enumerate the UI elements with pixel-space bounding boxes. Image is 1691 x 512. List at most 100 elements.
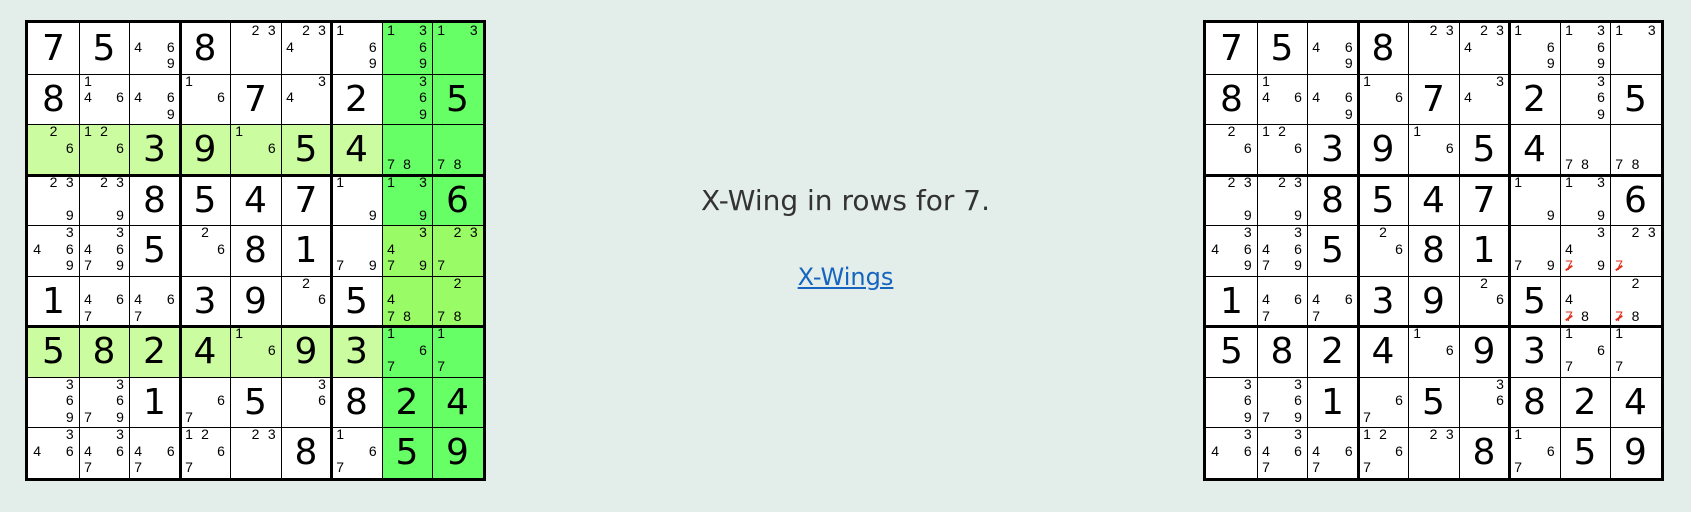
cell-r6c5[interactable]: 9: [1408, 276, 1459, 326]
cell-r5c3[interactable]: 5: [1307, 225, 1358, 276]
cell-r6c1[interactable]: 1: [1206, 276, 1257, 326]
cell-r8c8[interactable]: 2: [1560, 377, 1610, 427]
cell-r8c9[interactable]: 4: [1610, 377, 1661, 427]
cell-r6c1[interactable]: 1: [28, 276, 79, 326]
cell-r2c5[interactable]: 7: [1408, 74, 1459, 124]
cell-r6c4[interactable]: 3: [180, 276, 230, 326]
cell-r9c8[interactable]: 5: [382, 427, 432, 478]
cell-r2c9[interactable]: 5: [432, 74, 483, 124]
cell-r3c3[interactable]: 3: [129, 124, 180, 175]
cell-r3c4[interactable]: 9: [1358, 124, 1408, 175]
cell-r4c6[interactable]: 7: [1459, 175, 1509, 225]
cell-r7c2[interactable]: 8: [79, 326, 129, 377]
cell-r1c4[interactable]: 8: [1358, 23, 1408, 74]
cell-r6c4[interactable]: 3: [1358, 276, 1408, 326]
cell-r1c2[interactable]: 5: [1257, 23, 1307, 74]
cell-r8c5[interactable]: 5: [230, 377, 281, 427]
cell-r7c4[interactable]: 4: [180, 326, 230, 377]
cell-r5c6[interactable]: 1: [281, 225, 331, 276]
cell-r3c6[interactable]: 5: [1459, 124, 1509, 175]
cell-r4c4[interactable]: 5: [180, 175, 230, 225]
cell-r2c9[interactable]: 5: [1610, 74, 1661, 124]
cell-r9c9[interactable]: 9: [1610, 427, 1661, 478]
cell-r4c5[interactable]: 4: [230, 175, 281, 225]
cell-r1c2[interactable]: 5: [79, 23, 129, 74]
cell-r7c4[interactable]: 4: [1358, 326, 1408, 377]
cell-r7c6[interactable]: 9: [281, 326, 331, 377]
cell-r9c6[interactable]: 8: [281, 427, 331, 478]
cell-r2c7[interactable]: 2: [331, 74, 382, 124]
cell-r4c5[interactable]: 4: [1408, 175, 1459, 225]
cell-r6c7[interactable]: 5: [1509, 276, 1560, 326]
cell-r4c9[interactable]: 6: [432, 175, 483, 225]
cell-r8c9[interactable]: 4: [432, 377, 483, 427]
cell-r3c4[interactable]: 9: [180, 124, 230, 175]
cell-r6c7[interactable]: 5: [331, 276, 382, 326]
cell-r8c7[interactable]: 8: [1509, 377, 1560, 427]
cell-r7c6[interactable]: 9: [1459, 326, 1509, 377]
cell-r9c8[interactable]: 5: [1560, 427, 1610, 478]
cell-r9c6[interactable]: 8: [1459, 427, 1509, 478]
cell-r3c3[interactable]: 3: [1307, 124, 1358, 175]
cell-r7c7[interactable]: 3: [331, 326, 382, 377]
cell-r8c3[interactable]: 1: [1307, 377, 1358, 427]
cell-r2c7[interactable]: 2: [1509, 74, 1560, 124]
